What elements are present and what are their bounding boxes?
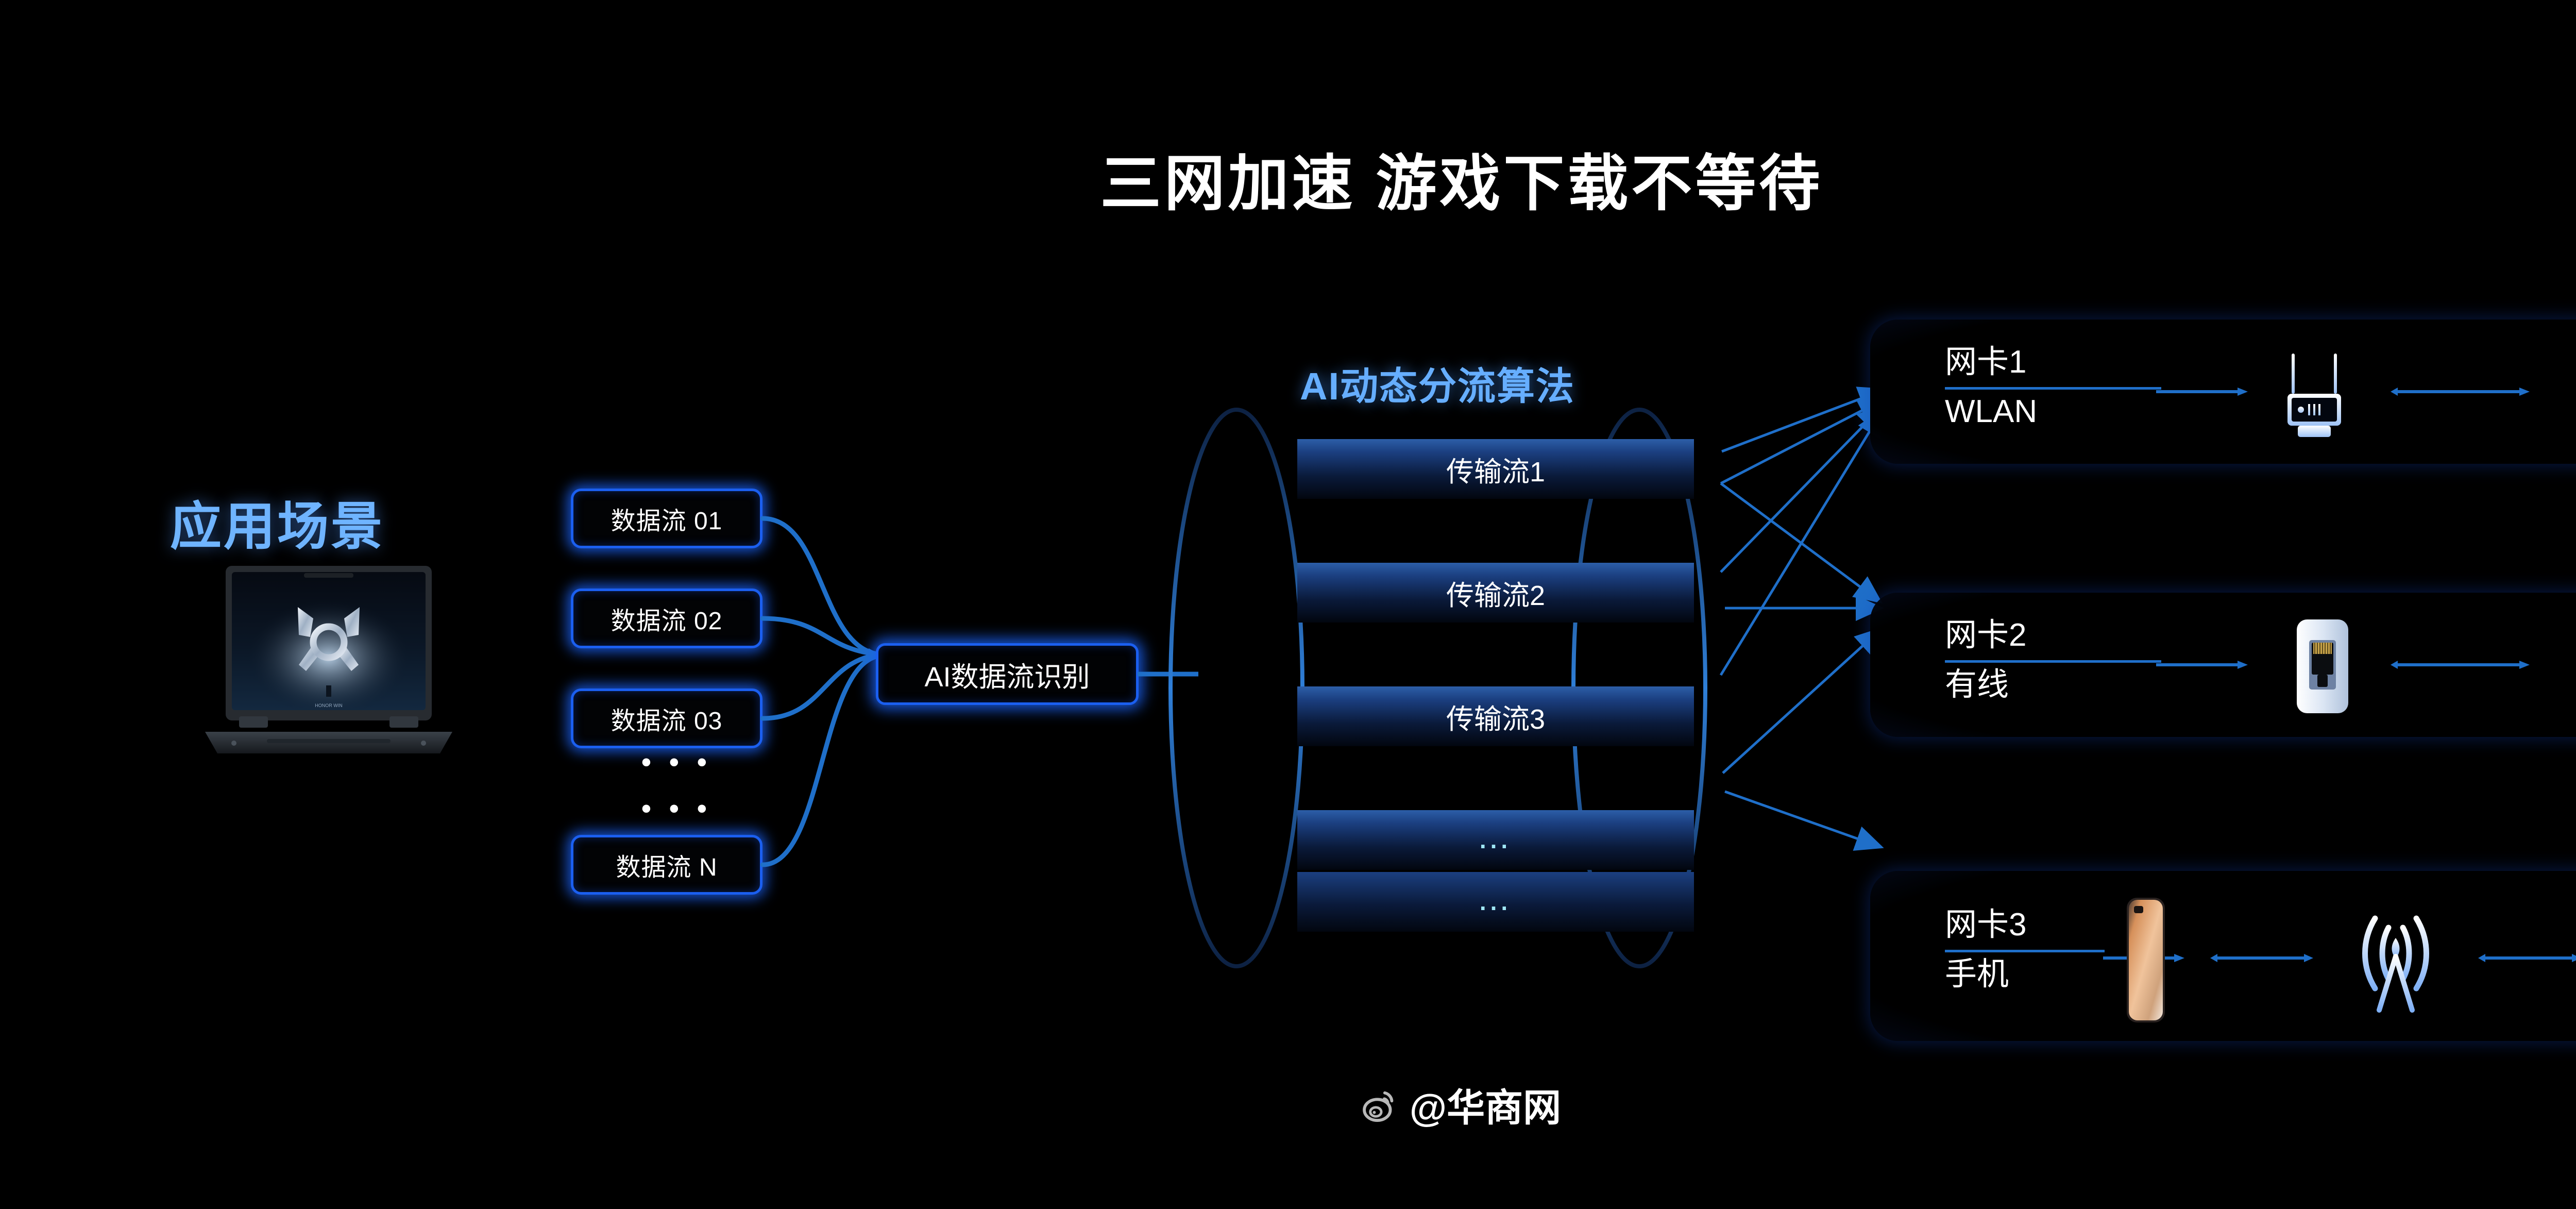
arrow-bidirectional-icon: [2210, 954, 2313, 962]
network-card-wlan[interactable]: 网卡1 WLAN: [1870, 320, 2576, 464]
data-stream-label: 数据流 01: [611, 508, 723, 535]
arrow-right-icon: [2156, 661, 2248, 669]
cylinder-band-3: 传输流3: [1297, 686, 1694, 746]
data-stream-box-01[interactable]: 数据流 01: [571, 489, 762, 548]
netcard-divider: [1945, 387, 2161, 390]
netcard-type: 有线: [1945, 667, 2009, 703]
ethernet-port-icon: [2297, 619, 2348, 713]
data-stream-box-02[interactable]: 数据流 02: [571, 589, 762, 648]
arrow-right-icon: [2156, 388, 2248, 396]
ai-dynamic-split-cylinder: 传输流1 传输流2 传输流3 ... ...: [1159, 407, 1716, 969]
network-card-wired[interactable]: 网卡2 有线: [1870, 593, 2576, 737]
weibo-logo-icon: [1363, 1091, 1394, 1122]
laptop-brand-text: HONOR WIN: [315, 703, 343, 708]
ai-identify-label: AI数据流识别: [924, 661, 1090, 693]
data-stream-ellipsis-2: • • •: [641, 793, 712, 824]
data-stream-box-n[interactable]: 数据流 N: [571, 835, 762, 895]
netcard-name: 网卡2: [1945, 617, 2027, 653]
cylinder-band-4: ...: [1297, 810, 1694, 870]
page-title: 三网加速 游戏下载不等待: [1100, 150, 1823, 218]
netcard-label-group: 网卡2 有线: [1945, 618, 2166, 701]
ai-dataflow-identify-box[interactable]: AI数据流识别: [876, 643, 1139, 705]
arrow-bidirectional-icon: [2391, 388, 2530, 396]
cylinder-title: AI动态分流算法: [1300, 365, 1575, 408]
laptop-illustration: HONOR WIN: [190, 562, 468, 763]
cylinder-band-label: 传输流1: [1446, 456, 1546, 488]
data-stream-to-ai-connectors: [760, 516, 884, 867]
data-stream-ellipsis-1: • • •: [641, 747, 712, 778]
scenario-title: 应用场景: [170, 498, 384, 556]
netcard-divider: [1945, 660, 2161, 663]
data-stream-label: 数据流 03: [611, 708, 723, 735]
watermark: @华商网: [0, 1077, 2576, 1132]
network-card-phone[interactable]: 网卡3 手机: [1870, 871, 2576, 1041]
cylinder-to-netcards-connectors: [1719, 387, 1887, 851]
cylinder-band-1: 传输流1: [1297, 439, 1694, 499]
netcard-divider: [1945, 950, 2105, 953]
netcard-label-group: 网卡1 WLAN: [1945, 345, 2166, 428]
data-stream-box-03[interactable]: 数据流 03: [571, 689, 762, 748]
cylinder-band-label: 传输流2: [1446, 580, 1546, 611]
wifi-router-icon: [2287, 354, 2341, 437]
netcard-name: 网卡3: [1945, 907, 2027, 943]
netcard-label-group: 网卡3 手机: [1945, 908, 2166, 991]
data-stream-label: 数据流 N: [616, 854, 718, 881]
cylinder-band-2: 传输流2: [1297, 563, 1694, 623]
cylinder-band-label: ...: [1479, 827, 1512, 853]
netcard-name: 网卡1: [1945, 344, 2027, 380]
cylinder-band-label: ...: [1479, 888, 1512, 915]
cylinder-band-5: ...: [1297, 872, 1694, 932]
cylinder-band-label: 传输流3: [1446, 703, 1546, 735]
cell-tower-icon: [2362, 915, 2429, 1013]
arrow-bidirectional-icon: [2478, 954, 2576, 962]
netcard-type: 手机: [1945, 956, 2009, 993]
watermark-handle: @华商网: [1409, 1086, 1562, 1129]
netcard-type: WLAN: [1945, 394, 2038, 430]
arrow-bidirectional-icon: [2391, 661, 2530, 669]
data-stream-label: 数据流 02: [611, 608, 723, 635]
